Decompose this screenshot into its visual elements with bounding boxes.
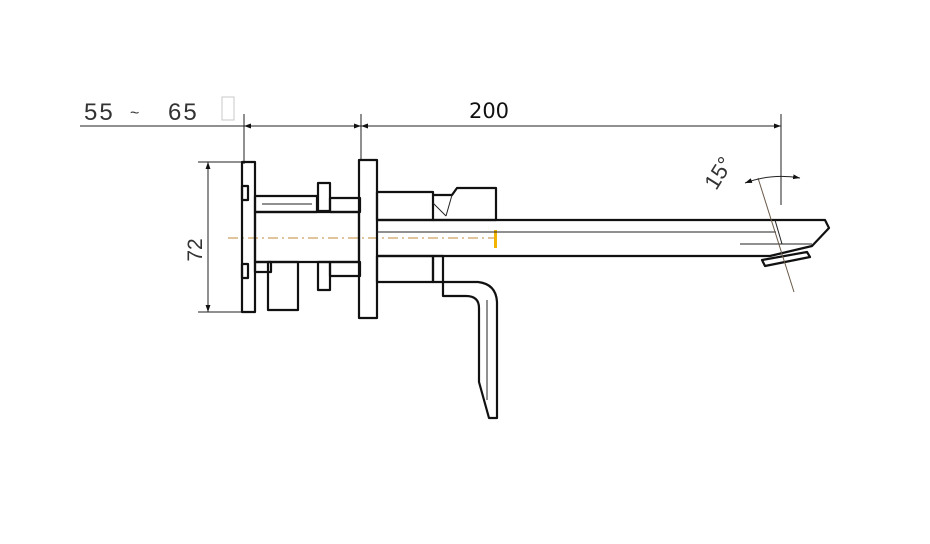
top-dimension-chain: [80, 114, 782, 205]
angle-reference-line: [757, 177, 795, 293]
height-label: 72: [184, 238, 207, 261]
spout: [375, 218, 831, 268]
wall-plate: [240, 160, 257, 314]
spout-base: [375, 186, 498, 284]
depth-min-label: 55: [84, 99, 115, 126]
angle-annotation: 15°: [699, 152, 801, 293]
angle-label: 15°: [699, 152, 738, 193]
lever-handle: [441, 280, 499, 420]
marker-tick: [494, 230, 497, 248]
depth-max-label: 65: [168, 99, 199, 126]
wall-flange: [357, 158, 379, 320]
spout-length-label: 200: [469, 99, 509, 123]
valve-body: [253, 181, 362, 312]
depth-range-tilde: ~: [130, 105, 139, 122]
angle-arc: [744, 174, 801, 184]
depth-range-label: 55 ~ 65: [84, 96, 235, 126]
height-dimension: 72: [184, 161, 244, 313]
range-bracket-icon: [221, 96, 235, 121]
